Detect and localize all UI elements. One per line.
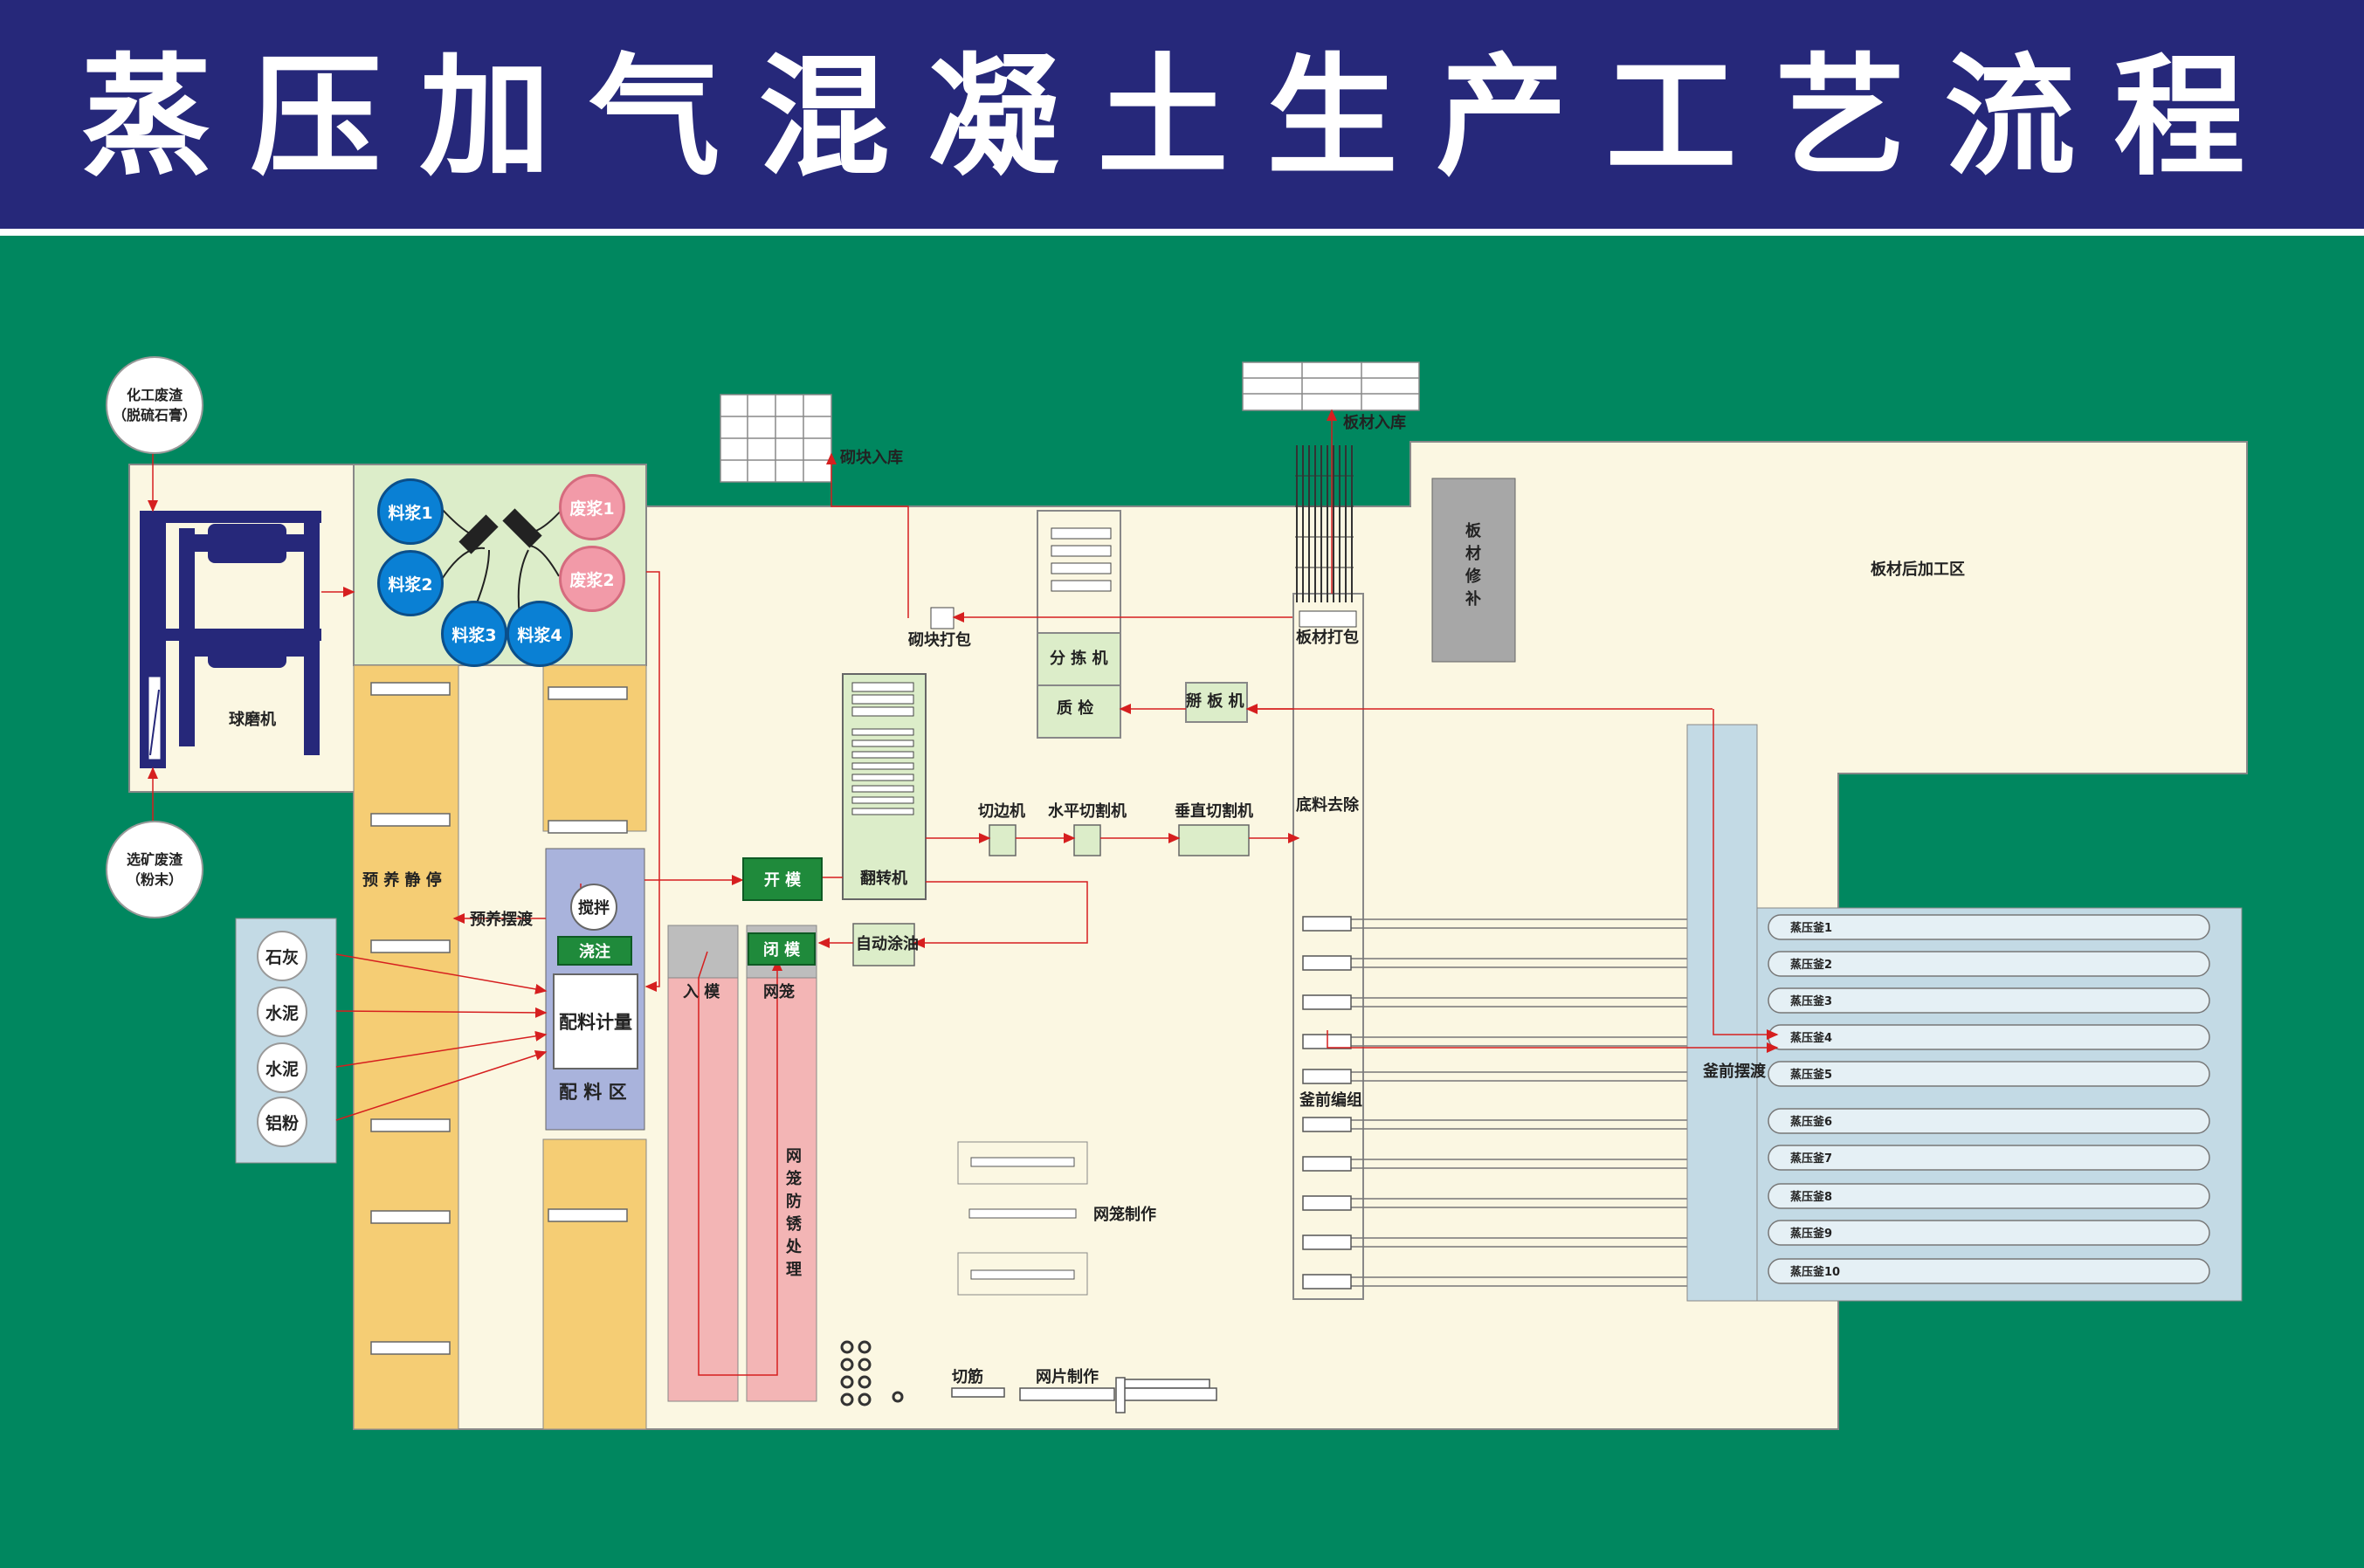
curing-carts <box>370 682 628 1355</box>
autoclave-label: 蒸压釜8 <box>1790 1191 1833 1204</box>
panel-line-column <box>1292 593 1364 1300</box>
cage-antirust-label: 网笼防锈处理 <box>786 1147 802 1279</box>
panel-post-area-label: 板材后加工区 <box>1871 560 1965 579</box>
mine-waste-sublabel: （粉末） <box>126 871 183 888</box>
mine-waste-label: 选矿废渣 <box>126 851 183 868</box>
cage-label: 网笼 <box>763 983 795 1001</box>
ball-mill <box>140 511 321 768</box>
cage-making-label: 网笼制作 <box>1093 1206 1156 1224</box>
pre-kettle-ferry-label: 釜前摆渡 <box>1703 1063 1766 1081</box>
curing-ferry-label: 预养摆渡 <box>470 911 533 929</box>
chem-waste-sublabel: （脱硫石膏） <box>112 407 196 423</box>
autoclave-label: 蒸压釜7 <box>1790 1152 1833 1166</box>
chem-waste-label: 化工废渣 <box>126 387 183 403</box>
sorting-machine-label: 分 拣 机 <box>1050 650 1108 668</box>
header-bar <box>0 0 2364 229</box>
panel-rack-ties <box>1295 475 1354 568</box>
curing-rest-label: 预 养 静 停 <box>362 871 442 890</box>
pre-kettle-tracks <box>1310 918 1687 1287</box>
pouring-station: 浇注 <box>557 936 632 966</box>
slurry-tank-4: 料浆4 <box>507 601 573 667</box>
raw-material-aluminum-powder: 铝粉 <box>257 1097 307 1147</box>
panel-storage-label: 板材入库 <box>1343 414 1406 432</box>
horizontal-cutter-label: 水平切割机 <box>1048 802 1127 821</box>
panel-repair-area <box>1431 478 1516 663</box>
mesh-making-label: 网片制作 <box>1036 1368 1099 1386</box>
rebar-coils <box>840 1340 904 1406</box>
mesh-line <box>951 1377 1217 1413</box>
tilter-label: 翻转机 <box>860 870 907 888</box>
sorting-quality <box>1037 510 1248 739</box>
bottom-removal-label: 底料去除 <box>1296 796 1359 815</box>
block-storage-label: 砌块入库 <box>840 449 903 467</box>
slurry-tank-2: 料浆2 <box>377 550 444 616</box>
auto-oiling-label: 自动涂油 <box>856 935 919 953</box>
block-packing-box <box>930 607 955 629</box>
autoclave-label: 蒸压釜9 <box>1790 1228 1833 1241</box>
autoclave-label: 蒸压釜10 <box>1790 1266 1841 1279</box>
mold-open-station: 开 模 <box>742 857 823 901</box>
autoclave-label: 蒸压釜6 <box>1790 1116 1833 1129</box>
mold-lines <box>667 925 817 1402</box>
raw-material-lime: 石灰 <box>257 931 307 981</box>
curing-zones <box>353 664 647 1430</box>
mixer: 搅拌 <box>570 884 617 931</box>
vertical-cutter-label: 垂直切割机 <box>1175 802 1253 821</box>
pre-kettle-group-label: 釜前编组 <box>1299 1091 1362 1110</box>
splitter-label: 掰 板 机 <box>1186 692 1244 711</box>
panel-repair-label: 板材修补 <box>1465 522 1481 609</box>
batching-metering: 配料计量 <box>553 973 638 1069</box>
quality-check-label: 质 检 <box>1057 699 1094 718</box>
slurry-tank-3: 料浆3 <box>441 601 507 667</box>
rebar-cutting-label: 切筋 <box>952 1368 983 1386</box>
mold-close-station: 闭 模 <box>748 932 816 966</box>
batching-area-label: 配 料 区 <box>559 1082 627 1103</box>
autoclave-vessels <box>1768 914 2210 1284</box>
raw-material-cement-1: 水泥 <box>257 987 307 1037</box>
header-divider <box>0 229 2364 236</box>
cage-making <box>957 1141 1088 1296</box>
autoclave-label: 蒸压釜5 <box>1790 1069 1833 1082</box>
waste-slurry-tank-2: 废浆2 <box>559 546 625 612</box>
block-storage-grid <box>720 394 832 483</box>
ball-mill-label: 球磨机 <box>229 711 276 729</box>
chem-waste-input: 化工废渣 （脱硫石膏） <box>106 356 203 454</box>
flow-arrows <box>148 409 1779 1376</box>
autoclave-label: 蒸压釜1 <box>1790 922 1833 935</box>
autoclave-label: 蒸压釜3 <box>1790 995 1833 1008</box>
pre-kettle-ferry-zone <box>1686 724 1758 1302</box>
raw-material-cement-2: 水泥 <box>257 1042 307 1093</box>
slurry-tank-1: 料浆1 <box>377 478 444 545</box>
mine-waste-input: 选矿废渣 （粉末） <box>106 821 203 918</box>
autoclave-label: 蒸压釜4 <box>1790 1032 1833 1045</box>
pre-kettle-carts <box>1302 916 1352 1289</box>
panel-rack-bars <box>1296 445 1353 602</box>
panel-packing-label: 板材打包 <box>1296 629 1359 647</box>
panel-storage-stack <box>1242 361 1420 411</box>
tilter <box>842 673 927 900</box>
panel-packing-box <box>1299 610 1357 628</box>
mold-in-label: 入 模 <box>683 983 720 1001</box>
block-packing-label: 砌块打包 <box>908 631 971 650</box>
edge-cutter-label: 切边机 <box>978 802 1025 821</box>
autoclave-label: 蒸压釜2 <box>1790 959 1833 972</box>
page-title: 蒸压加气混凝土生产工艺流程 <box>80 42 2284 194</box>
waste-slurry-tank-1: 废浆1 <box>559 474 625 540</box>
